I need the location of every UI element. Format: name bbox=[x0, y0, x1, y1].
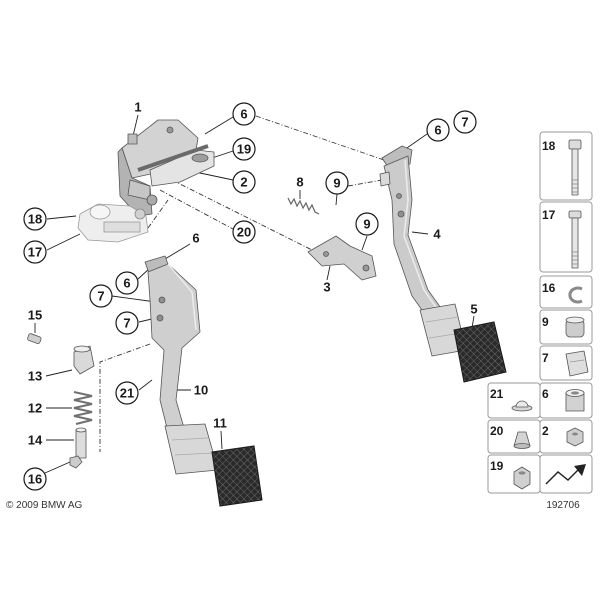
rod-14 bbox=[75, 427, 87, 459]
clutch-pedal bbox=[144, 255, 219, 475]
callout-15: 15 bbox=[28, 308, 42, 323]
legend-item-16: 16 bbox=[539, 275, 593, 309]
clip-16-small bbox=[69, 455, 83, 469]
callout-label: 18 bbox=[28, 212, 42, 227]
legend-panel: 18 17 16 9 7 bbox=[487, 131, 593, 494]
callouts: 1 6 19 2 18 17 20 6 7 6 7 15 13 12 14 16… bbox=[23, 100, 478, 491]
return-spring bbox=[287, 197, 320, 215]
legend-label: 2 bbox=[542, 424, 549, 438]
brake-pedal bbox=[379, 145, 467, 357]
callout-label: 16 bbox=[28, 472, 42, 487]
legend-item-17: 17 bbox=[539, 201, 593, 273]
brake-pedal-pad bbox=[453, 321, 507, 383]
callout-label: 19 bbox=[237, 142, 251, 157]
legend-label: 20 bbox=[490, 424, 504, 438]
callout-8: 8 bbox=[296, 175, 303, 190]
legend-label: 18 bbox=[542, 139, 556, 153]
callout-6-left: 6 bbox=[115, 271, 139, 295]
callout-18: 18 bbox=[23, 207, 47, 231]
legend-label: 19 bbox=[490, 459, 504, 473]
legend-label: 6 bbox=[542, 387, 549, 401]
callout-label: 21 bbox=[120, 386, 134, 401]
cap-13 bbox=[73, 345, 95, 375]
clutch-pedal-pad bbox=[211, 445, 263, 507]
clutch-master-cylinder bbox=[77, 203, 149, 243]
callout-6-top: 6 bbox=[232, 102, 256, 126]
callout-label: 9 bbox=[333, 176, 340, 191]
direction-arrow-box bbox=[539, 454, 593, 494]
callout-4: 4 bbox=[433, 227, 441, 242]
callout-1: 1 bbox=[134, 100, 141, 115]
pedal-support-bracket bbox=[307, 235, 377, 281]
pedal-bracket bbox=[117, 119, 215, 217]
callout-label: 7 bbox=[97, 289, 104, 304]
legend-label: 21 bbox=[490, 387, 504, 401]
callout-label: 6 bbox=[434, 123, 441, 138]
legend-label: 7 bbox=[542, 351, 549, 365]
callout-9-lower: 9 bbox=[355, 212, 379, 236]
callout-20: 20 bbox=[232, 220, 256, 244]
legend-label: 16 bbox=[542, 281, 556, 295]
callout-21: 21 bbox=[115, 381, 139, 405]
callout-17: 17 bbox=[23, 240, 47, 264]
callout-2: 2 bbox=[232, 170, 256, 194]
callout-label: 6 bbox=[240, 107, 247, 122]
spring-12 bbox=[73, 391, 93, 425]
legend-item-21: 21 bbox=[487, 382, 541, 419]
callout-label: 7 bbox=[123, 316, 130, 331]
callout-label: 9 bbox=[363, 217, 370, 232]
callout-16: 16 bbox=[23, 467, 47, 491]
legend-item-19: 19 bbox=[487, 454, 541, 494]
legend-label: 9 bbox=[542, 315, 549, 329]
callout-3: 3 bbox=[323, 280, 330, 295]
callout-6-clutch: 6 bbox=[192, 231, 199, 246]
legend-item-9: 9 bbox=[539, 309, 593, 345]
callout-12: 12 bbox=[28, 401, 42, 416]
legend-item-7: 7 bbox=[539, 345, 593, 381]
legend-item-6: 6 bbox=[539, 382, 593, 419]
copyright-text: © 2009 BMW AG bbox=[6, 500, 83, 511]
callout-label: 20 bbox=[237, 225, 251, 240]
callout-14: 14 bbox=[28, 433, 43, 448]
legend-label: 17 bbox=[542, 208, 556, 222]
callout-13: 13 bbox=[28, 369, 42, 384]
callout-10: 10 bbox=[194, 383, 208, 398]
callout-label: 2 bbox=[240, 175, 247, 190]
callout-label: 7 bbox=[461, 115, 468, 130]
callout-6-right: 6 bbox=[426, 118, 450, 142]
legend-item-20: 20 bbox=[487, 419, 541, 454]
callout-7-right: 7 bbox=[453, 110, 477, 134]
callout-label: 17 bbox=[28, 245, 42, 260]
pin-15 bbox=[27, 333, 42, 344]
figure-number: 192706 bbox=[546, 500, 580, 511]
direction-arrow-icon bbox=[545, 469, 579, 485]
callout-5: 5 bbox=[470, 302, 477, 317]
callout-19: 19 bbox=[232, 137, 256, 161]
arrow-head-icon bbox=[574, 464, 586, 476]
callout-7-mid: 7 bbox=[115, 311, 139, 335]
legend-item-18: 18 bbox=[539, 131, 593, 201]
callout-label: 6 bbox=[123, 276, 130, 291]
callout-11: 11 bbox=[213, 416, 227, 431]
legend-item-2: 2 bbox=[539, 419, 593, 454]
callout-9-upper: 9 bbox=[325, 171, 349, 195]
callout-7-left: 7 bbox=[89, 284, 113, 308]
